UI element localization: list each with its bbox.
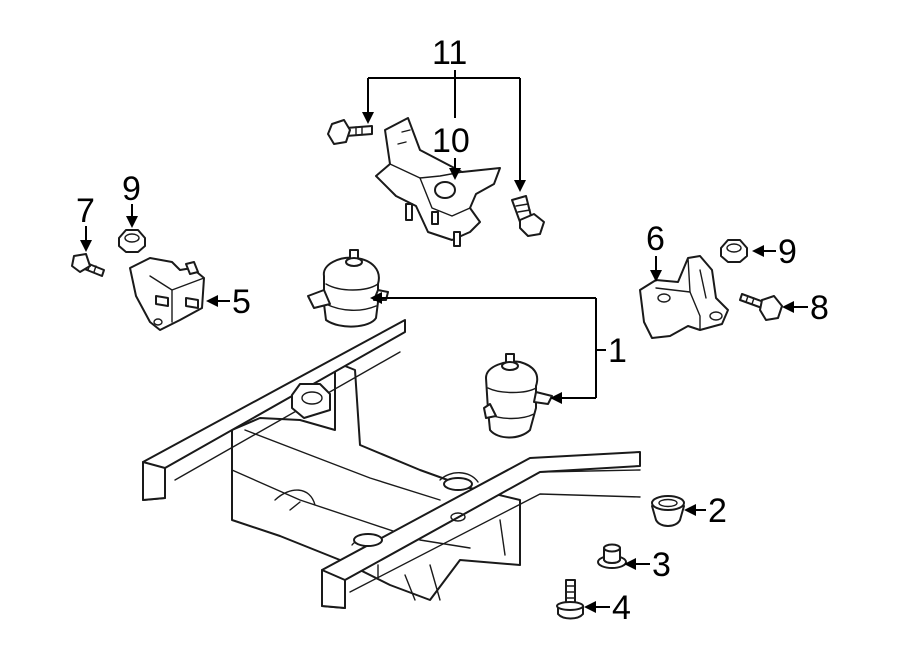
bushing (651, 495, 685, 527)
callout-4: 4 (612, 589, 631, 627)
transmission-mount-bracket (375, 117, 501, 247)
callout-10: 10 (432, 122, 470, 160)
engine-mount-lower (483, 353, 553, 439)
callout-9-right: 9 (778, 233, 797, 271)
callout-2: 2 (708, 492, 727, 530)
bolt-part-11-right (511, 195, 545, 237)
leader-lines (80, 70, 808, 613)
callout-3: 3 (652, 546, 671, 584)
callout-9-left: 9 (122, 170, 141, 208)
engine-mount-upper (307, 249, 389, 328)
bolt-part-7 (71, 253, 105, 277)
callout-labels: 1 2 3 4 5 6 7 8 9 9 10 11 (76, 34, 829, 627)
spacer (597, 543, 627, 569)
callout-8: 8 (810, 289, 829, 327)
callout-5: 5 (232, 283, 251, 321)
callout-7: 7 (76, 192, 95, 230)
nut-left (118, 229, 146, 253)
mount-bracket-left (129, 257, 205, 331)
mount-bracket-right (639, 255, 729, 339)
callout-1: 1 (608, 332, 627, 370)
callout-11: 11 (432, 34, 467, 72)
bolt-part-4 (556, 579, 584, 620)
nut-right (720, 239, 748, 263)
bolt-part-11-left (327, 119, 373, 145)
callout-6: 6 (646, 220, 665, 258)
bolt-part-8 (739, 293, 783, 321)
frame-assembly (142, 319, 641, 609)
